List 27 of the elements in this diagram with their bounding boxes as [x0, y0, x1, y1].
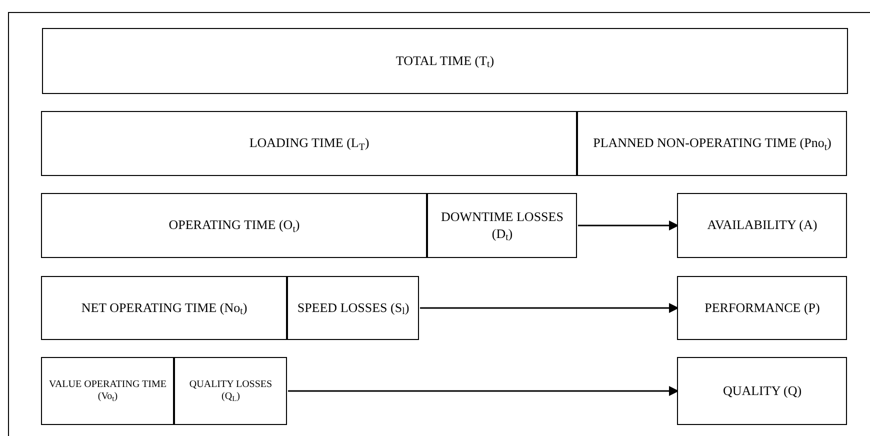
box-label: QUALITY (Q)	[722, 382, 802, 400]
time-box	[41, 111, 578, 176]
box-label: PLANNED NON-OPERATING TIME (Pno$_{t}$)	[593, 135, 832, 152]
box-label: QUALITY LOSSES (Q$_{L}$)	[188, 378, 274, 404]
time-box	[677, 357, 848, 425]
time-box	[41, 193, 428, 258]
box-label: NET OPERATING TIME (No$_{t}$)	[81, 300, 248, 316]
arrow	[288, 386, 679, 396]
time-box	[287, 276, 420, 340]
time-box	[174, 357, 288, 425]
time-box	[41, 276, 288, 340]
time-box	[677, 276, 848, 340]
time-box	[427, 193, 578, 258]
arrow	[578, 220, 679, 230]
box-label: AVAILABILITY (A)	[707, 217, 818, 234]
box-label: SPEED LOSSES (S$_{l}$)	[297, 300, 410, 316]
time-box	[42, 28, 848, 94]
box-label: LOADING TIME (L$_{T}$)	[249, 135, 370, 152]
arrow	[420, 303, 679, 313]
time-box	[41, 357, 174, 425]
time-box	[577, 111, 848, 176]
time-box	[677, 193, 848, 258]
box-label: OPERATING TIME (O$_{t}$)	[168, 217, 300, 234]
box-label: DOWNTIME LOSSES (D$_{t}$)	[440, 209, 564, 242]
box-label: VALUE OPERATING TIME (Vo$_{t}$)	[48, 378, 168, 404]
box-label: PERFORMANCE (P)	[704, 300, 820, 316]
box-label: TOTAL TIME (T$_{t}$)	[396, 52, 494, 70]
